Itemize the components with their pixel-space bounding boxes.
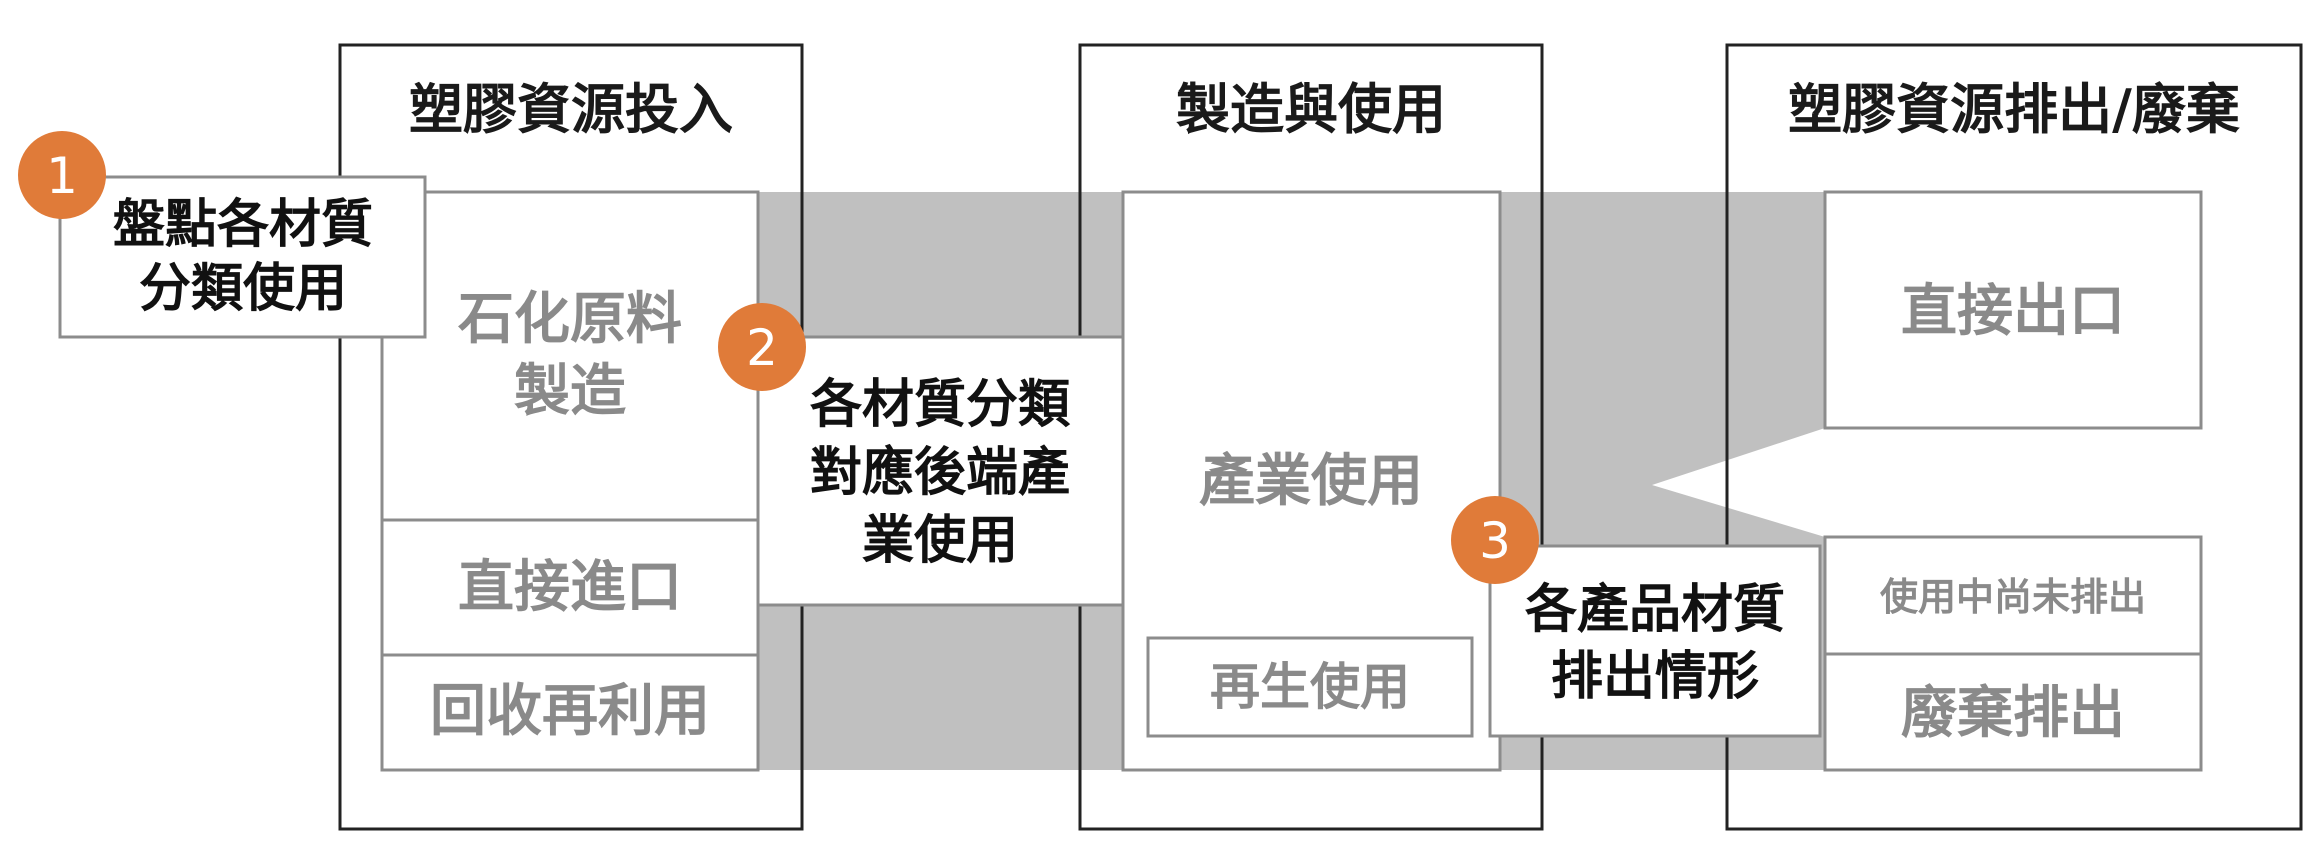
box-waste [1823, 652, 2203, 772]
label-petrochem-line2: 製造 [514, 359, 626, 424]
callout-3-line1: 各產品材質 [1525, 580, 1785, 640]
label-recycle: 回收再利用 [430, 679, 710, 744]
header-input: 塑膠資源投入 [409, 78, 733, 141]
badge-1: 1 [18, 131, 106, 219]
callout-2-line3: 業使用 [862, 511, 1018, 571]
box-direct-export [1823, 190, 2203, 430]
box-reuse [1146, 636, 1474, 738]
label-reuse: 再生使用 [1210, 658, 1410, 716]
callout-1-box [58, 175, 427, 339]
badge-1-number: 1 [46, 147, 78, 205]
badge-3: 3 [1451, 496, 1539, 584]
box-recycle [380, 653, 760, 772]
badge-2: 2 [718, 303, 806, 391]
box-in-use [1823, 535, 2203, 656]
callout-2-box [756, 335, 1125, 607]
callout-2-line1: 各材質分類 [810, 375, 1071, 435]
label-direct-export: 直接出口 [1901, 279, 2125, 344]
callout-3-box [1488, 544, 1822, 738]
box-petrochem [380, 190, 760, 522]
label-waste: 廢棄排出 [1901, 681, 2125, 746]
callout-2-line2: 對應後端產 [810, 443, 1070, 503]
callout-1-line2: 分類使用 [139, 259, 347, 319]
box-direct-import [380, 518, 760, 657]
label-in-use: 使用中尚未排出 [1880, 575, 2146, 619]
stage-frame-output [1725, 43, 2303, 831]
header-output: 塑膠資源排出/廢棄 [1788, 78, 2240, 141]
badge-3-number: 3 [1479, 512, 1511, 570]
label-petrochem-line1: 石化原料 [458, 287, 682, 352]
label-direct-import: 直接進口 [458, 555, 682, 620]
badge-1-circle [18, 131, 106, 219]
label-industry-use: 產業使用 [1199, 449, 1423, 514]
header-manufacture: 製造與使用 [1176, 78, 1446, 141]
callout-1-line1: 盤點各材質 [113, 195, 373, 255]
badge-2-circle [718, 303, 806, 391]
badge-3-circle [1451, 496, 1539, 584]
callout-3-line2: 排出情形 [1551, 647, 1759, 707]
badge-2-number: 2 [746, 319, 778, 377]
